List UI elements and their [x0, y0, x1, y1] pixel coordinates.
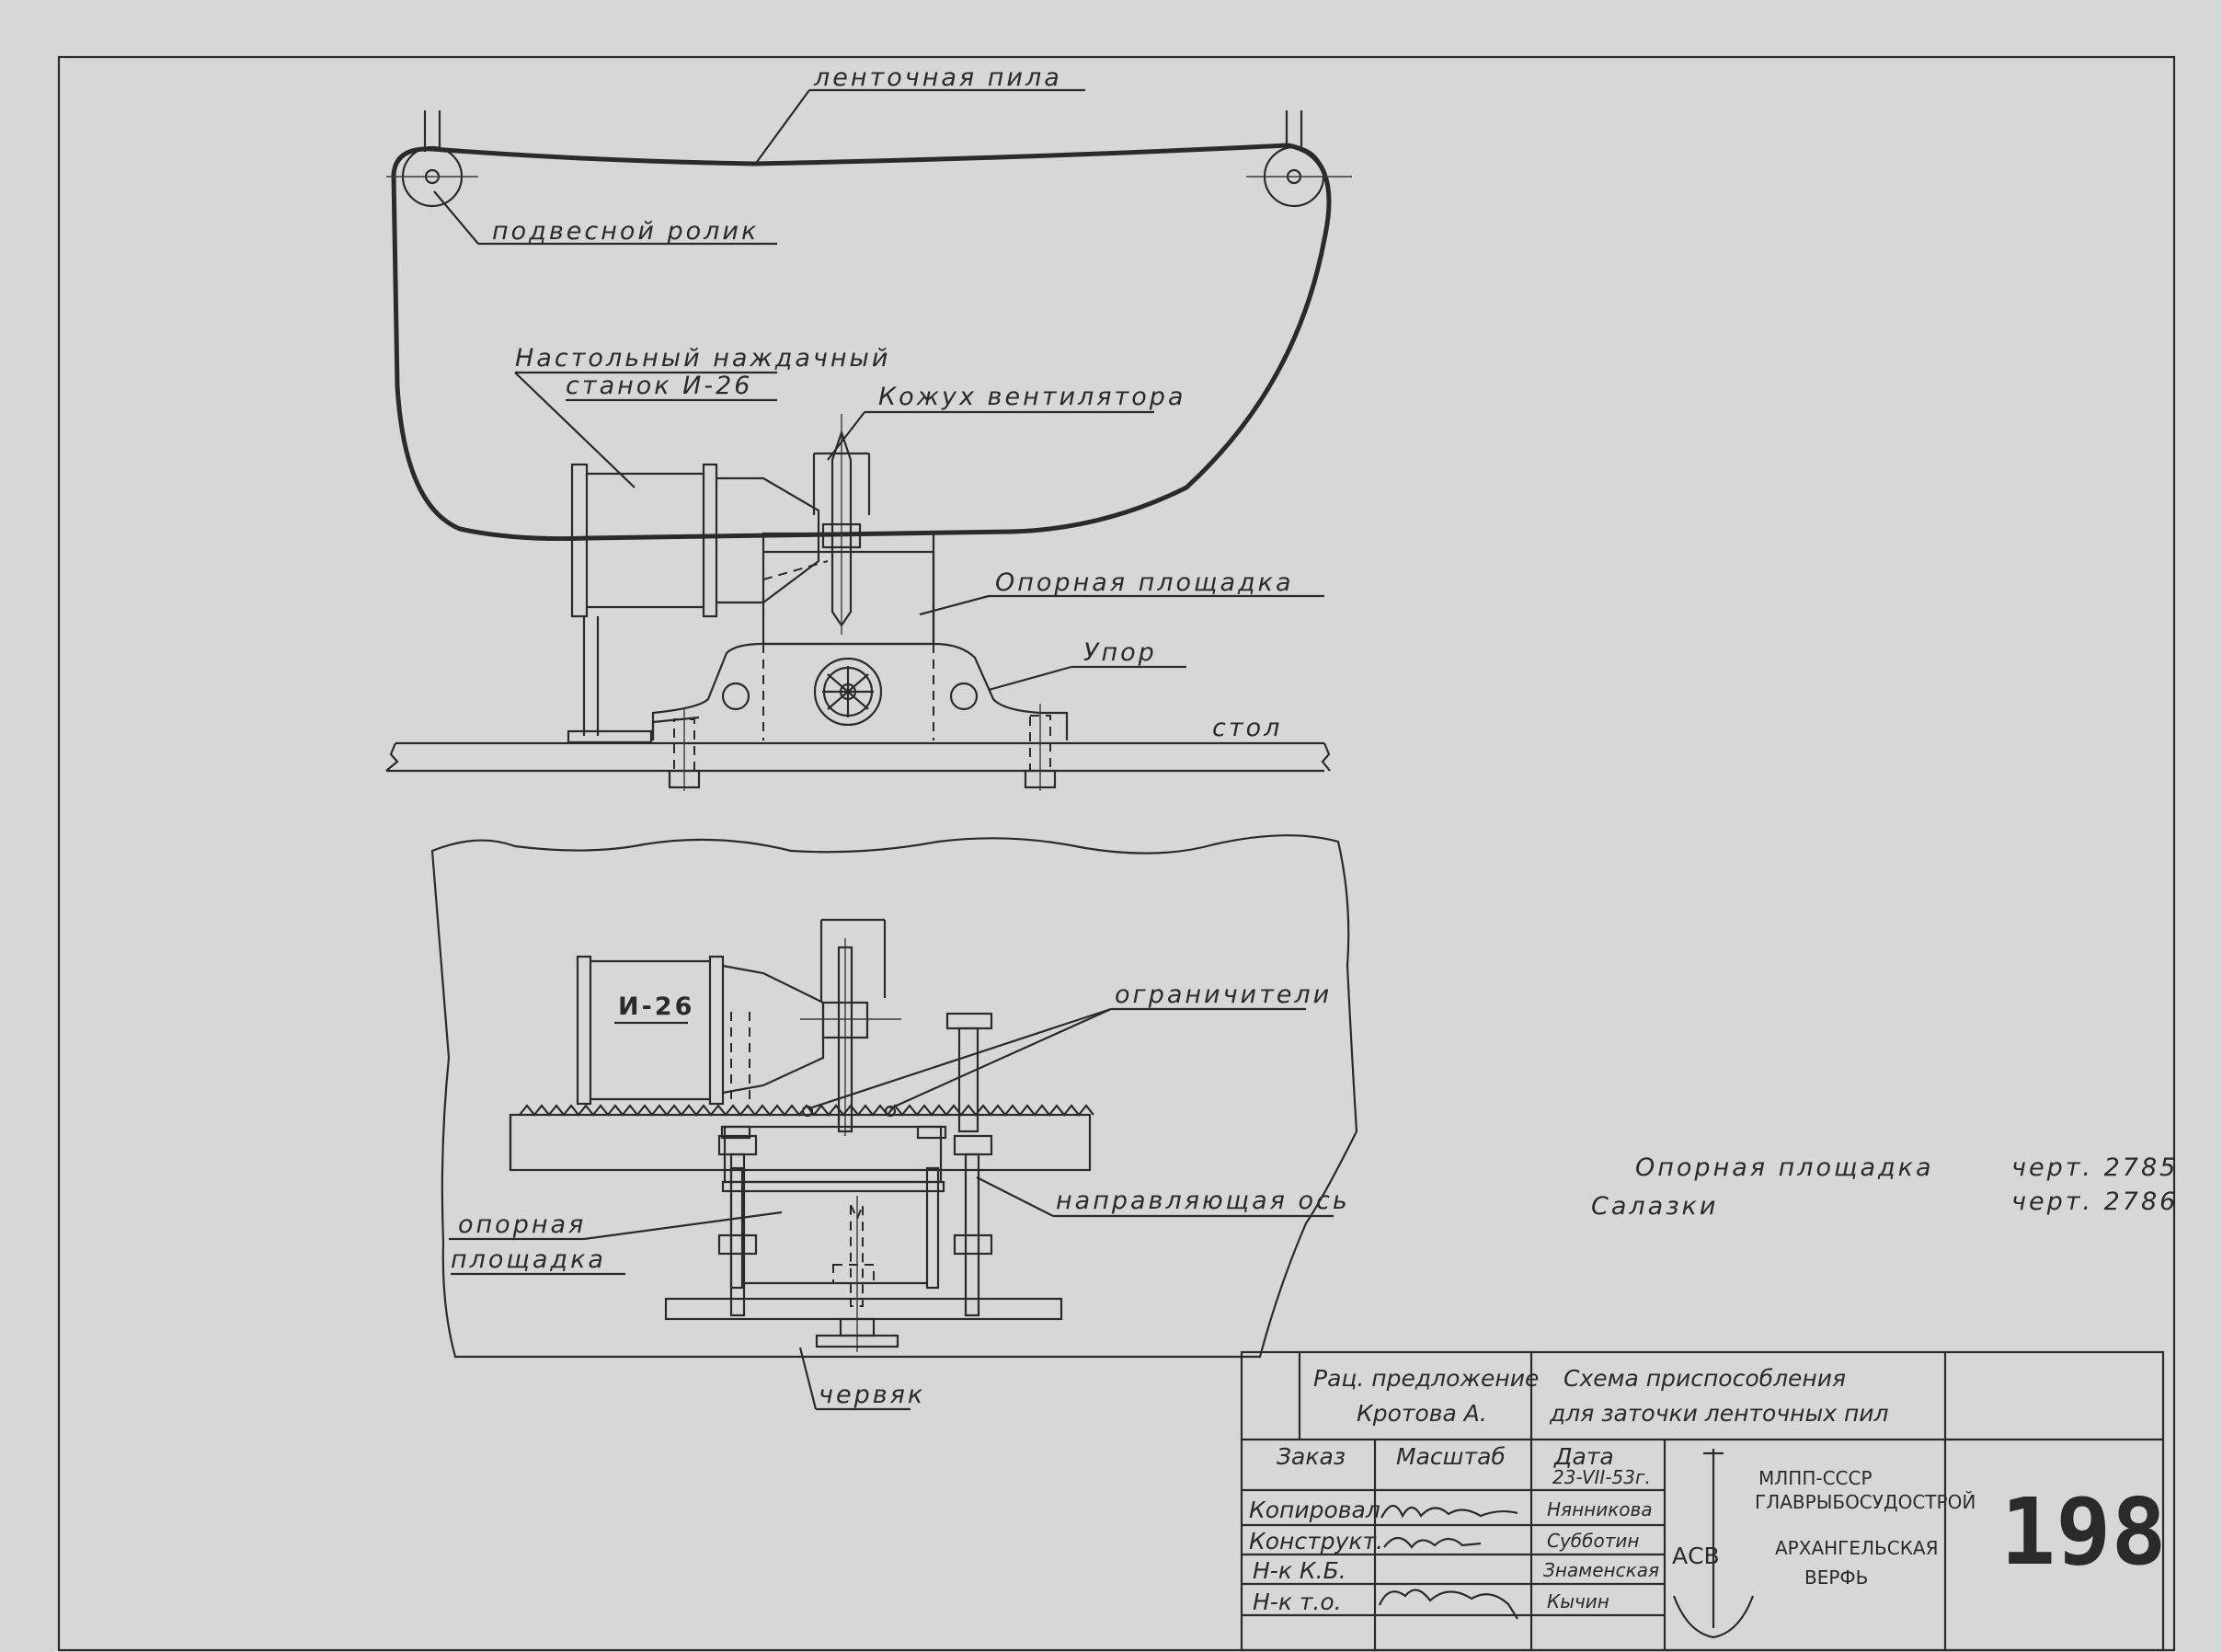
name-head-kb: Знаменская: [1543, 1559, 1659, 1581]
grinder-model-label: И-26: [618, 992, 694, 1021]
proposal-line1: Рац. предложение: [1313, 1365, 1539, 1392]
label-band-saw: ленточная пила: [753, 63, 1085, 166]
role-copied: Копировал: [1249, 1497, 1380, 1523]
org-line1: МЛПП-СССР: [1758, 1467, 1873, 1489]
band-saw-loop: [391, 143, 1332, 542]
detail-view: И-26: [430, 834, 1358, 1411]
guide-assembly: [664, 1125, 1063, 1352]
grinder-body-side: [570, 463, 820, 736]
band-saw-label: ленточная пила: [813, 63, 1062, 92]
drawing-title-line2: для заточки ленточных пил: [1549, 1400, 1889, 1427]
org-line2: ГЛАВРЫБОСУДОСТРОЙ: [1755, 1491, 1976, 1513]
label-stop: Упор: [988, 638, 1186, 692]
name-copied: Нянникова: [1547, 1498, 1653, 1520]
label-support-detail: опорная площадка: [449, 1210, 783, 1276]
reference-list: Опорная площадка черт. 2785 Салазки черт…: [1591, 1153, 2178, 1221]
label-grinder: Настольный наждачный станок И-26: [514, 344, 890, 488]
org-line4: ВЕРФЬ: [1804, 1566, 1868, 1589]
base-casting-side: [567, 642, 1069, 744]
reference-drawing-1: черт. 2785: [2011, 1153, 2178, 1182]
saw-bar-detail: [509, 1104, 1094, 1172]
support-detail-label-line1: опорная: [458, 1210, 586, 1239]
hanging-roller-left: [386, 110, 478, 208]
break-outline: [430, 834, 1358, 1359]
signatures: [1378, 1504, 1518, 1620]
date-label: Дата: [1553, 1443, 1614, 1470]
org-line3: АРХАНГЕЛЬСКАЯ: [1775, 1537, 1939, 1559]
worm-label: червяк: [819, 1381, 925, 1409]
saw-teeth: [519, 1104, 1094, 1117]
logo-text: АСВ: [1672, 1543, 1720, 1569]
hanging-roller-label: подвесной ролик: [492, 217, 759, 246]
hanging-roller-right: [1246, 110, 1352, 208]
name-designer: Субботин: [1547, 1530, 1639, 1552]
label-guide-axis: направляющая ось: [976, 1176, 1350, 1218]
stop-label: Упор: [1083, 638, 1157, 667]
table-side: [385, 704, 1331, 791]
sheet-number: 198: [2000, 1478, 2167, 1586]
limiters-label: ограничители: [1115, 981, 1332, 1009]
label-worm: червяк: [798, 1347, 925, 1411]
proposal-line2: Кротова А.: [1357, 1400, 1487, 1427]
scale-label: Масштаб: [1396, 1443, 1506, 1470]
role-head-to: Н-к т.о.: [1253, 1589, 1342, 1615]
drawing-title-line1: Схема приспособления: [1563, 1365, 1846, 1392]
role-head-kb: Н-к К.Б.: [1253, 1557, 1346, 1584]
reference-part-1: Опорная площадка: [1635, 1153, 1934, 1182]
label-limiters: ограничители: [808, 981, 1332, 1110]
label-hanging-roller: подвесной ролик: [433, 190, 777, 246]
reference-drawing-2: черт. 2786: [2011, 1187, 2178, 1216]
drawing-frame: [57, 55, 2176, 1652]
label-fan-cover: Кожух вентилятора: [827, 383, 1185, 461]
shipyard-logo: АСВ: [1672, 1449, 1755, 1639]
title-block: Рац. предложение Кротова А. Схема приспо…: [1240, 1350, 2167, 1652]
support-platform-side: [762, 532, 935, 646]
side-view: ленточная пила подвесной ролик Настольны…: [385, 63, 1352, 791]
support-platform-label: Опорная площадка: [995, 568, 1294, 597]
table-label: стол: [1212, 714, 1282, 742]
role-designer: Конструкт.: [1249, 1528, 1383, 1554]
grinder-label-line2: станок И-26: [566, 372, 752, 400]
label-table: стол: [1212, 714, 1282, 742]
grinder-label-line1: Настольный наждачный: [515, 344, 890, 373]
grinder-body-detail: И-26: [576, 955, 825, 1106]
guide-axis-label: направляющая ось: [1056, 1187, 1350, 1215]
label-support-platform: Опорная площадка: [919, 568, 1324, 616]
name-head-to: Кычин: [1547, 1590, 1609, 1612]
reference-part-2: Салазки: [1591, 1192, 1718, 1221]
order-label: Заказ: [1277, 1443, 1346, 1470]
fan-cover-label: Кожух вентилятора: [878, 383, 1185, 411]
grinding-disc-detail: [800, 918, 901, 1136]
date-value: 23-VII-53г.: [1552, 1466, 1651, 1488]
support-detail-label-line2: площадка: [451, 1245, 606, 1274]
